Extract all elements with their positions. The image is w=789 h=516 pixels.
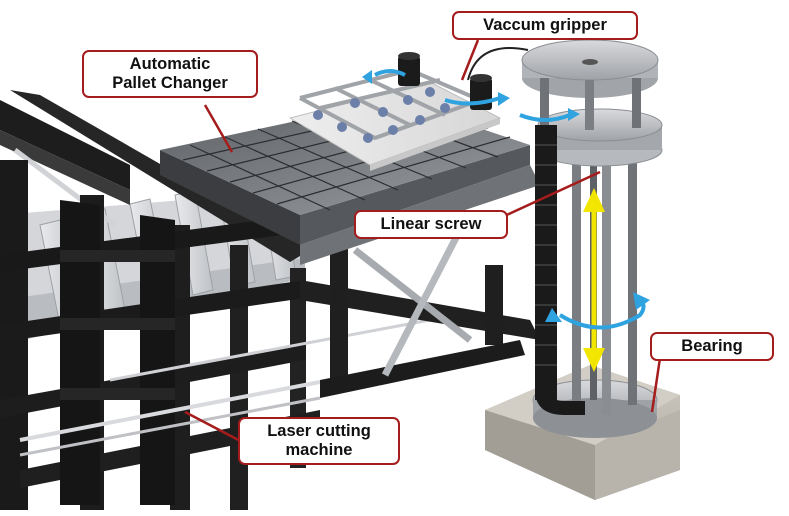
gripper-rotation-arrow-right [519,113,571,122]
label-laser-line2: machine [285,441,353,459]
leader-lines [184,39,662,447]
leader-laser-machine [184,410,249,447]
leader-vacuum-gripper [460,39,480,81]
leader-linear-screw [499,170,601,220]
label-laser-cutting-machine: Laser cutting machine [238,417,400,465]
gripper-rotation-arrow-left [374,69,406,77]
leader-pallet-changer [203,104,234,153]
column-rotation-arrowhead [633,292,650,310]
rotation-arrows [362,69,650,330]
gripper-rotation-arrow-mid [444,96,501,106]
label-vacuum-gripper-text: Vaccum gripper [483,16,607,34]
label-linear-screw-text: Linear screw [380,215,482,233]
vertical-column-unit [467,39,680,500]
linear-motion-arrow [583,188,605,372]
label-vacuum-gripper: Vaccum gripper [452,11,638,40]
label-bearing-text: Bearing [681,337,743,355]
label-bearing: Bearing [650,332,774,361]
label-linear-screw: Linear screw [354,210,508,239]
label-automatic-pallet-changer: Automatic Pallet Changer [82,50,258,98]
label-pallet-changer-line2: Pallet Changer [112,74,228,92]
label-laser-line1: Laser cutting [267,422,371,440]
label-pallet-changer-line1: Automatic [129,55,211,73]
leader-bearing [650,357,662,413]
